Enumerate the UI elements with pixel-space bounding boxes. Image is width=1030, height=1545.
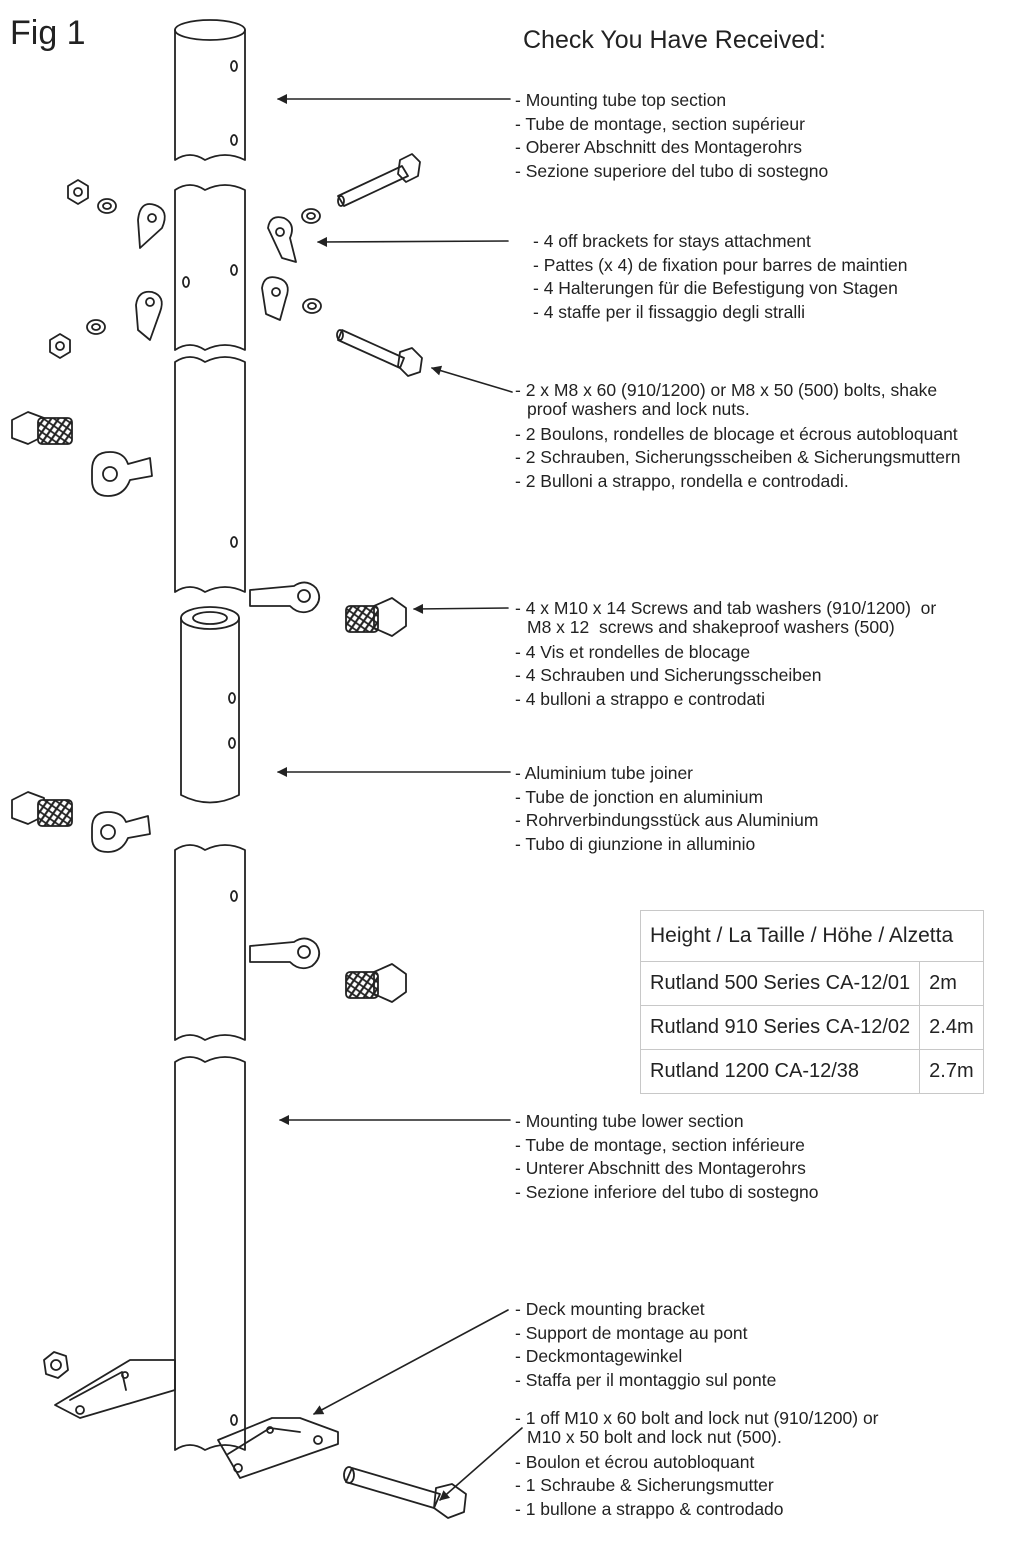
part-line: - 4 x M10 x 14 Screws and tab washers (9… [515, 598, 937, 618]
part-line: - Boulon et écrou autobloquant [515, 1451, 755, 1472]
parts-group-m8-bolts: - 2 x M8 x 60 (910/1200) or M8 x 50 (500… [515, 379, 961, 493]
part-line: - Sezione superiore del tubo di sostegno [515, 160, 829, 181]
parts-group-top-section: - Mounting tube top section - Tube de mo… [515, 89, 828, 183]
checklist-heading: Check You Have Received: [523, 26, 826, 54]
arrow-deck-bracket [313, 1309, 509, 1415]
part-line: - 2 Boulons, rondelles de blocage et écr… [515, 423, 958, 444]
part-line: M10 x 50 bolt and lock nut (500). [527, 1426, 782, 1447]
part-line: - Oberer Abschnitt des Montagerohrs [515, 137, 802, 157]
mounting-tube-upper-lower-section [174, 844, 246, 1041]
part-line: - Sezione inferiore del tubo di sostegno [515, 1181, 819, 1202]
arrow-brackets [317, 236, 509, 247]
stay-bracket-tube-section [174, 184, 246, 351]
height-table: Height / La Taille / Höhe / Alzetta Rutl… [639, 910, 984, 1094]
m10-screw-tab-washer-upper [11, 411, 153, 497]
parts-group-lower-section: - Mounting tube lower section - Tube de … [515, 1110, 819, 1204]
part-line: - 4 Halterungen für die Befestigung von … [533, 278, 898, 298]
part-line: - 4 staffe per il fissaggio degli strall… [533, 301, 806, 322]
parts-group-brackets: - 4 off brackets for stays attachment - … [533, 230, 908, 324]
stay-attachment-brackets [135, 203, 297, 341]
part-line: - 2 Bulloni a strappo, rondella e contro… [515, 470, 849, 491]
part-line: - Tube de montage, section inférieure [515, 1134, 805, 1155]
part-line: - Support de montage au pont [515, 1322, 748, 1343]
part-line: - Mounting tube lower section [515, 1111, 744, 1131]
parts-group-deck-bracket: - Deck mounting bracket - Support de mon… [515, 1298, 776, 1392]
parts-group-m10-screws: - 4 x M10 x 14 Screws and tab washers (9… [515, 597, 936, 711]
part-line: - Tubo di giunzione in alluminio [515, 833, 756, 854]
m10-screw-tab-washer-right [249, 937, 407, 1003]
part-line: - 2 Schrauben, Sicherungsscheiben & Sich… [515, 447, 961, 467]
part-line: - Staffa per il montaggio sul ponte [515, 1369, 777, 1390]
part-line: - Deckmontagewinkel [515, 1346, 683, 1366]
arrow-m10-screws [413, 603, 509, 614]
leader-arrows [277, 94, 523, 1501]
part-line: - 4 bulloni a strappo e controdati [515, 688, 766, 709]
mounting-tube-top-section [174, 19, 246, 161]
model-cell: Rutland 500 Series CA-12/01 [639, 961, 921, 1006]
figure-label: Fig 1 [10, 14, 86, 52]
arrow-deck-bolt [439, 1427, 523, 1501]
parts-group-deck-bolt: - 1 off M10 x 60 bolt and lock nut (910/… [515, 1407, 879, 1521]
height-cell: 2.7m [919, 1049, 984, 1094]
part-line: proof washers and lock nuts. [527, 398, 750, 419]
part-line: - 1 bullone a strappo & controdado [515, 1498, 784, 1519]
part-line: - 2 x M8 x 60 (910/1200) or M8 x 50 (500… [515, 380, 938, 400]
height-cell: 2m [919, 961, 984, 1006]
deck-mounting-brackets [43, 1351, 339, 1479]
mounting-tube-lower-section [174, 1056, 246, 1451]
m10-screw-tab-washer-lower [11, 791, 151, 853]
mounting-tube-middle-section [174, 356, 246, 593]
part-line: - Tube de jonction en aluminium [515, 786, 764, 807]
table-row: Rutland 1200 CA-12/38 2.7m [639, 1049, 984, 1094]
table-row: Rutland 500 Series CA-12/01 2m [639, 961, 984, 1006]
part-line: M8 x 12 screws and shakeproof washers (5… [527, 616, 895, 637]
part-line: - Mounting tube top section [515, 90, 727, 110]
part-line: - Rohrverbindungsstück aus Aluminium [515, 810, 819, 830]
arrow-m8-bolts [431, 365, 513, 393]
part-line: - Deck mounting bracket [515, 1299, 705, 1319]
model-cell: Rutland 1200 CA-12/38 [639, 1049, 921, 1094]
height-cell: 2.4m [919, 1005, 984, 1050]
m10-screw-tab-washer-middle [249, 581, 407, 637]
model-cell: Rutland 910 Series CA-12/02 [639, 1005, 921, 1050]
part-line: - Aluminium tube joiner [515, 763, 693, 783]
table-row: Rutland 910 Series CA-12/02 2.4m [639, 1005, 984, 1050]
part-line: - 1 off M10 x 60 bolt and lock nut (910/… [515, 1408, 879, 1428]
part-line: - 4 off brackets for stays attachment [533, 231, 811, 251]
part-line: - Tube de montage, section supérieur [515, 113, 805, 134]
part-line: - 4 Vis et rondelles de blocage [515, 641, 751, 662]
m10-deck-bolt [343, 1466, 467, 1519]
parts-group-tube-joiner: - Aluminium tube joiner - Tube de joncti… [515, 762, 818, 856]
nuts-and-washers-set [49, 179, 322, 359]
part-line: - 1 Schraube & Sicherungsmutter [515, 1475, 774, 1495]
part-line: - Pattes (x 4) de fixation pour barres d… [533, 254, 908, 275]
m8-bolts [336, 153, 423, 377]
height-table-header-row: Height / La Taille / Höhe / Alzetta [640, 910, 984, 962]
aluminium-tube-joiner [180, 606, 240, 804]
part-line: - Unterer Abschnitt des Montagerohrs [515, 1158, 806, 1178]
height-table-header: Height / La Taille / Höhe / Alzetta [640, 910, 984, 962]
part-line: - 4 Schrauben und Sicherungsscheiben [515, 665, 822, 685]
